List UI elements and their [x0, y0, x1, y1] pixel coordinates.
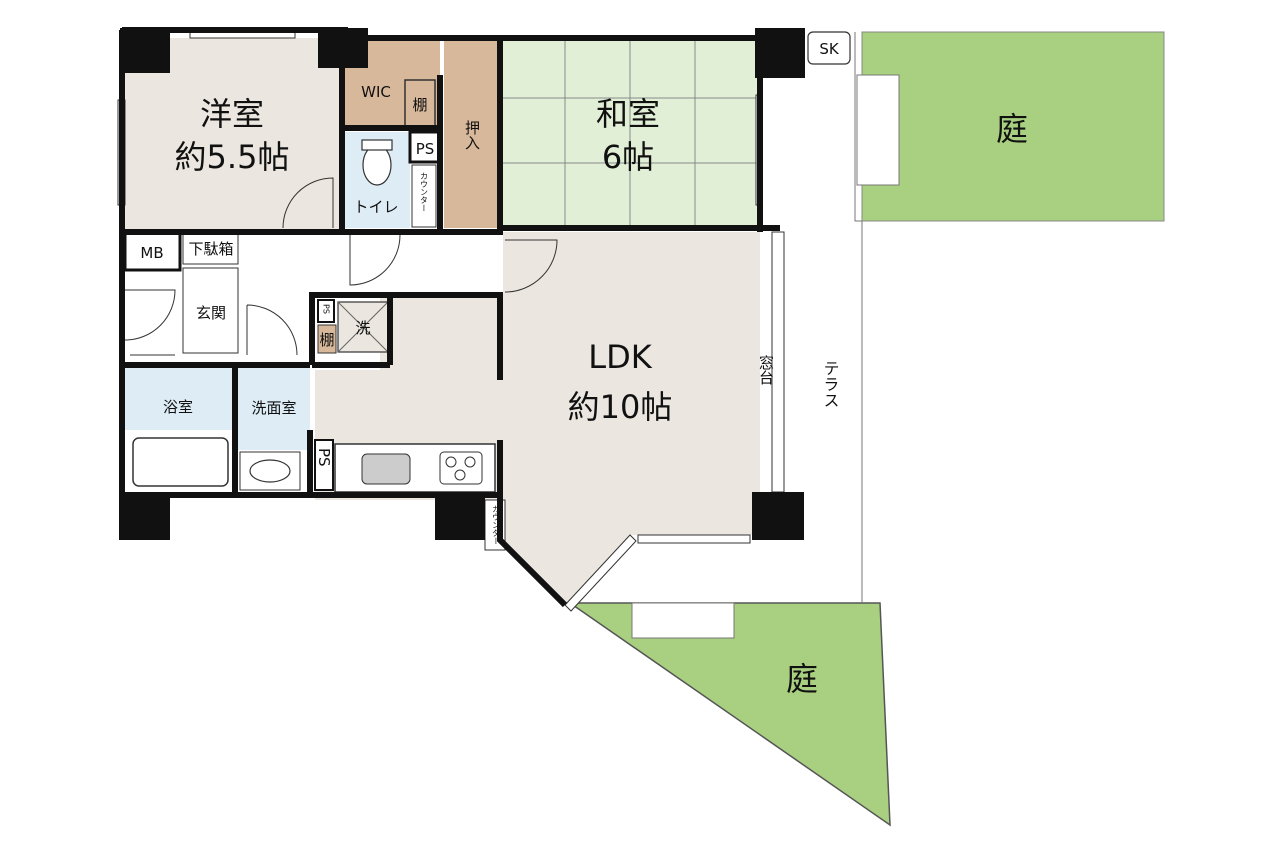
entrance-area [182, 267, 239, 354]
oshiire-label: 押入 [463, 120, 481, 150]
counter-kitchen-label: カウンター [492, 505, 501, 545]
oshiire-floor [444, 38, 499, 228]
washroom-floor [238, 365, 310, 450]
ldk-floor [315, 232, 760, 605]
bath-floor [125, 365, 233, 430]
shoe-box [182, 231, 239, 265]
japanese-room-name: 和室 [596, 95, 660, 133]
washer-diag-2 [337, 301, 389, 353]
door-swings [124, 177, 558, 356]
ldk-size: 約10帖 [568, 388, 673, 426]
ps-small-box [317, 299, 335, 323]
wash-shelf-label: 棚 [319, 331, 334, 349]
mb-label: MB [140, 244, 163, 262]
western-room-name: 洋室 [200, 95, 264, 133]
sk-label: SK [819, 40, 840, 58]
ps-small-label: PS [322, 304, 331, 314]
toilet-bowl [362, 144, 392, 186]
counter-toilet-label: カウンター [420, 172, 429, 212]
shoe-box-label: 下駄箱 [188, 240, 233, 258]
wic-shelf [404, 79, 436, 129]
ps-kitchen-box [314, 439, 334, 491]
entrance-label: 玄関 [196, 304, 226, 322]
basin-bowl [249, 459, 291, 483]
terrace-step-bottom [631, 602, 735, 639]
burner-3 [454, 469, 466, 481]
bathtub [132, 437, 229, 487]
wic-shelf-label: 棚 [412, 96, 427, 114]
wash-label: 洗 [355, 319, 370, 337]
tatami-grid [503, 38, 758, 228]
wic-label: WIC [361, 83, 391, 101]
washroom-label: 洗面室 [251, 399, 296, 417]
terrace-outline [854, 32, 862, 222]
burner-2 [464, 456, 476, 468]
bay-window-label: 窓台 [757, 354, 775, 385]
garden-bottom-label: 庭 [786, 660, 818, 698]
hall-floor [240, 232, 500, 292]
burner-1 [445, 456, 457, 468]
wash-shelf [317, 324, 337, 354]
ps-toilet-label: PS [416, 140, 435, 158]
sk-box [807, 31, 851, 65]
pillars [120, 28, 805, 540]
stove [439, 451, 483, 485]
garden-top-area [861, 31, 1165, 222]
garden-top-label: 庭 [996, 110, 1028, 148]
bath-label: 浴室 [163, 398, 193, 416]
toilet-label: トイレ [353, 198, 398, 216]
japanese-room-size: 6帖 [602, 138, 654, 176]
ldk-name: LDK [588, 338, 652, 376]
western-room-size: 約5.5帖 [175, 138, 290, 176]
terrace-label: テラス [821, 360, 840, 408]
kitchen-sink [361, 453, 411, 485]
ps-kitchen-label: PS [315, 448, 333, 467]
toilet-tank [361, 139, 393, 151]
terrace-step-top [856, 74, 900, 186]
counter-toilet-box [411, 164, 437, 228]
